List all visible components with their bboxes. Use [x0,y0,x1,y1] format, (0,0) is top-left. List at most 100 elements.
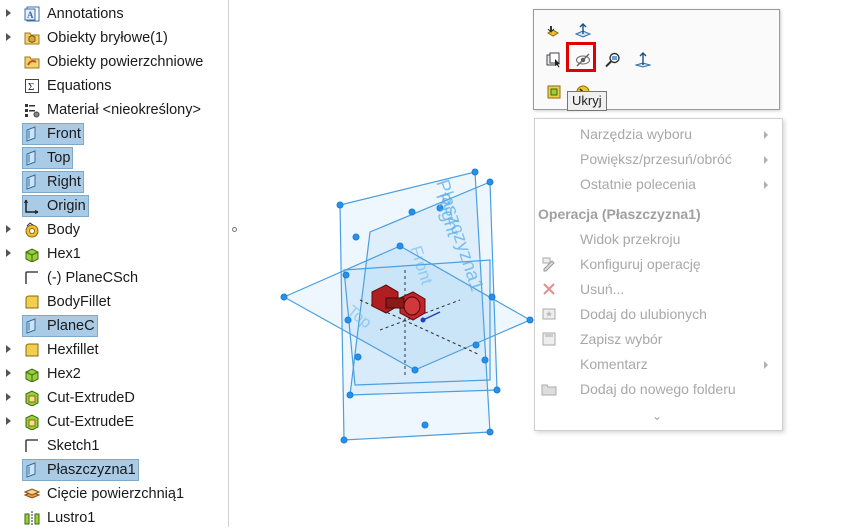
tree-item[interactable]: Cut-ExtrudeE [0,410,229,434]
expand-arrow-icon[interactable] [6,369,11,377]
appearance-button[interactable] [542,80,566,104]
expand-arrow-icon[interactable] [6,33,11,41]
tree-item[interactable]: Lustro1 [0,506,229,530]
tree-item-label: Right [47,174,81,190]
material-icon [24,102,40,118]
tree-item-label: Origin [47,198,86,214]
model-view[interactable]: Right Płaszczyzna1 Front Top [240,0,847,527]
origin-icon [24,198,40,214]
menu-item-label: Usuń... [580,281,625,297]
tree-item-label: Cięcie powierzchnią1 [47,486,185,502]
tree-item[interactable]: Sketch1 [0,434,229,458]
expand-arrow-icon[interactable] [6,393,11,401]
panel-splitter[interactable] [229,216,239,244]
tree-item-label: Obiekty bryłowe(1) [47,30,168,46]
tree-item[interactable]: Materiał <nieokreślony> [0,98,229,122]
tree-item[interactable]: BodyFillet [0,290,229,314]
edit-feature-icon [546,23,562,39]
tree-item[interactable]: (-) PlaneCSch [0,266,229,290]
svg-text:A: A [27,10,34,20]
menu-item-label: Narzędzia wyboru [580,126,693,142]
menu-item[interactable]: Zapisz wybór [535,327,782,352]
tree-item[interactable]: Hex1 [0,242,229,266]
menu-item[interactable]: Narzędzia wyboru [535,122,782,147]
menu-expand-more[interactable]: ⌄ [535,409,782,427]
expand-arrow-icon[interactable] [6,249,11,257]
expand-arrow-icon[interactable] [6,417,11,425]
zoom-to-selection-icon [605,52,621,68]
sketch-icon [24,270,40,286]
normal-to-button[interactable] [571,19,595,43]
tree-item[interactable]: Obiekty powierzchniowe [0,50,229,74]
splitter-handle-icon[interactable] [232,227,237,232]
menu-item[interactable]: Dodaj do ulubionych [535,302,782,327]
menu-item[interactable]: Dodaj do nowego folderu [535,377,782,402]
equations-icon: Σ [24,78,40,94]
expand-arrow-icon[interactable] [6,225,11,233]
tree-item[interactable]: Top [0,146,229,170]
tree-item[interactable]: Hex2 [0,362,229,386]
revolve-feature-icon [24,222,40,238]
tree-item-label: Sketch1 [47,438,100,454]
tree-item[interactable]: A Annotations [0,2,229,26]
tree-item-label: Body [47,222,81,238]
hex-bolt-model[interactable] [371,284,441,323]
tree-item-label: Cut-ExtrudeD [47,390,135,406]
solid-bodies-folder-icon [24,30,40,46]
tree-item[interactable]: Hexfillet [0,338,229,362]
zoom-to-selection-button[interactable] [601,48,625,72]
plane-icon [24,150,40,166]
plane-icon [24,462,40,478]
expand-arrow-icon[interactable] [6,345,11,353]
selection-highlight [22,315,98,337]
fillet-feature-icon [24,342,40,358]
cut-extrude-icon [24,390,40,407]
expand-arrow-icon[interactable] [6,9,11,17]
tree-item[interactable]: Front [0,122,229,146]
menu-item[interactable]: Komentarz [535,352,782,377]
hide-button[interactable] [571,48,595,72]
tree-item-label: Annotations [47,6,124,22]
tree-item[interactable]: Σ Equations [0,74,229,98]
submenu-arrow-icon [764,156,768,164]
annotations-icon: A [24,6,40,22]
tree-item-label: Materiał <nieokreślony> [47,102,201,118]
tree-item[interactable]: PlaneC [0,314,229,338]
submenu-arrow-icon [764,361,768,369]
tree-item-label: Cut-ExtrudeE [47,414,135,430]
tree-item[interactable]: Płaszczyzna1 [0,458,229,482]
menu-section-header: Operacja (Płaszczyzna1) [538,206,701,222]
selection-highlight [22,171,84,193]
tree-item[interactable]: Body [0,218,229,242]
tree-item[interactable]: Right [0,170,229,194]
menu-item[interactable]: Ostatnie polecenia [535,172,782,197]
tree-item-label: Płaszczyzna1 [47,462,136,478]
tree-item[interactable]: Cięcie powierzchnią1 [0,482,229,506]
tree-item-label: Hex2 [47,366,81,382]
tree-item-label: Front [47,126,81,142]
cut-extrude-icon [24,414,40,431]
select-other-button[interactable] [542,48,566,72]
menu-item[interactable]: Usuń... [535,277,782,302]
selection-highlight [22,195,89,217]
menu-item-label: Dodaj do nowego folderu [580,381,736,397]
menu-item[interactable]: Konfiguruj operację [535,252,782,277]
tree-item-label: (-) PlaneCSch [47,270,139,286]
normal-to-icon [574,23,592,39]
menu-item-label: Ostatnie polecenia [580,176,696,192]
tree-item[interactable]: Obiekty bryłowe(1) [0,26,229,50]
menu-item[interactable]: Powiększ/przesuń/obróć [535,147,782,172]
tree-item-label: Equations [47,78,112,94]
selection-highlight [22,123,84,145]
tree-item[interactable]: Origin [0,194,229,218]
tree-item[interactable]: Cut-ExtrudeD [0,386,229,410]
normal-axis-button[interactable] [631,48,655,72]
hide-icon [575,52,591,68]
tree-item-label: PlaneC [47,318,95,334]
menu-item[interactable]: Widok przekroju [535,227,782,252]
fillet-feature-icon [24,294,40,310]
edit-feature-button[interactable] [542,19,566,43]
graphics-viewport[interactable]: Right Płaszczyzna1 Front Top [240,0,847,527]
